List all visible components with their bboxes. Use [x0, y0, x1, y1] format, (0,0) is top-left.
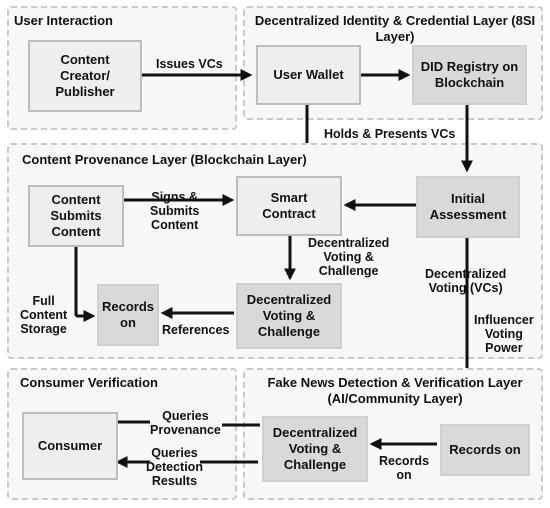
node-records-on-left[interactable]: Records on	[97, 284, 159, 346]
region-title-identity-layer: Decentralized Identity & Credential Laye…	[254, 13, 536, 44]
region-title-provenance-layer: Content Provenance Layer (Blockchain Lay…	[22, 152, 307, 167]
node-decentralized-voting-mid[interactable]: Decentralized Voting & Challenge	[236, 283, 342, 349]
node-initial-assessment[interactable]: Initial Assessment	[416, 176, 520, 238]
node-smart-contract[interactable]: Smart Contract	[236, 176, 342, 236]
node-decentralized-voting-bottom[interactable]: Decentralized Voting & Challenge	[262, 416, 368, 482]
node-decentralized-voting-mid-label: Decentralized Voting & Challenge	[246, 292, 332, 339]
node-records-on-right-label: Records on	[449, 442, 521, 457]
label-issues-vcs: Issues VCs	[156, 57, 223, 71]
label-queries-detection: Queries Detection Results	[146, 446, 203, 488]
node-consumer-label: Consumer	[37, 438, 103, 453]
node-content-submits[interactable]: Content Submits Content	[28, 185, 124, 247]
region-title-detection-layer: Fake News Detection & Verification Layer…	[267, 375, 523, 406]
node-did-registry[interactable]: DID Registry on Blockchain	[412, 45, 527, 105]
label-signs-submits: Signs & Submits Content	[150, 190, 200, 232]
node-initial-assessment-label: Initial Assessment	[429, 191, 507, 222]
region-title-user-interaction: User Interaction	[14, 13, 113, 28]
label-full-content-storage: Full Content Storage	[20, 294, 68, 336]
label-decentralized-voting-challenge: Decentralized Voting & Challenge	[308, 236, 390, 278]
node-decentralized-voting-bottom-label: Decentralized Voting & Challenge	[272, 425, 358, 472]
node-did-registry-label: DID Registry on Blockchain	[420, 59, 519, 90]
node-consumer[interactable]: Consumer	[22, 412, 118, 480]
node-user-wallet[interactable]: User Wallet	[256, 45, 361, 105]
node-records-on-left-label: Records on	[101, 299, 155, 330]
node-content-submits-label: Content Submits Content	[50, 192, 102, 239]
label-influencer-voting-power: Influencer Voting Power	[474, 313, 534, 355]
node-content-creator-label: Content Creator/ Publisher	[55, 52, 115, 99]
node-smart-contract-label: Smart Contract	[262, 190, 316, 221]
region-title-consumer-verification: Consumer Verification	[20, 375, 158, 390]
label-holds-presents: Holds & Presents VCs	[324, 127, 456, 141]
label-references: References	[162, 323, 230, 337]
label-queries-provenance: Queries Provenance	[150, 409, 221, 437]
node-records-on-right[interactable]: Records on	[440, 424, 530, 476]
node-user-wallet-label: User Wallet	[273, 67, 344, 82]
label-decentralized-voting-vcs: Decentralized Voting (VCs)	[425, 267, 507, 295]
label-records-on: Records on	[379, 454, 430, 482]
node-content-creator[interactable]: Content Creator/ Publisher	[28, 40, 142, 112]
